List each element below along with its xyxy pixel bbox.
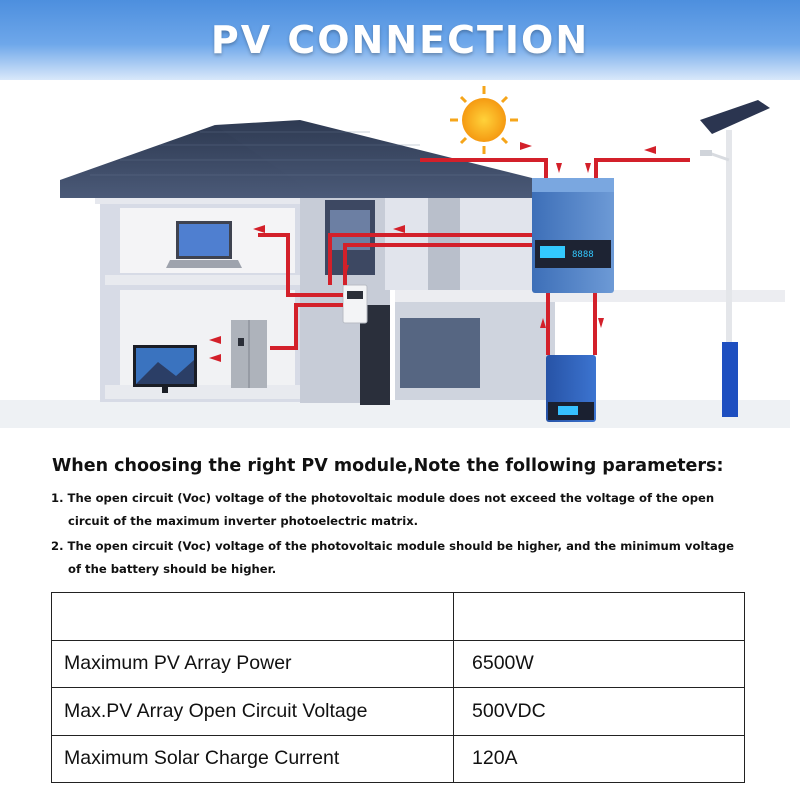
pv-connection-illustration: 8888 bbox=[0, 86, 790, 428]
page-title: PV CONNECTION bbox=[210, 18, 590, 62]
note-1: 1. The open circuit (Voc) voltage of the… bbox=[51, 487, 771, 533]
table-header-cell bbox=[453, 592, 745, 641]
street-light bbox=[700, 100, 770, 417]
house bbox=[95, 188, 785, 405]
battery bbox=[546, 355, 596, 422]
spec-label: Max.PV Array Open Circuit Voltage bbox=[51, 687, 454, 736]
table-row: Max.PV Array Open Circuit Voltage 500VDC bbox=[51, 687, 745, 736]
note-number: 2. bbox=[51, 539, 64, 553]
table-header-cell bbox=[51, 592, 454, 641]
sun-icon bbox=[450, 86, 518, 154]
note-text: The open circuit (Voc) voltage of the ph… bbox=[67, 491, 715, 505]
spec-value: 120A bbox=[453, 734, 745, 783]
refrigerator bbox=[231, 320, 267, 388]
spec-value: 6500W bbox=[453, 639, 745, 688]
note-text-continued: circuit of the maximum inverter photoele… bbox=[68, 514, 419, 528]
table-row: Maximum Solar Charge Current 120A bbox=[51, 734, 745, 783]
spec-table: Maximum PV Array Power 6500W Max.PV Arra… bbox=[51, 592, 745, 783]
table-row: Maximum PV Array Power 6500W bbox=[51, 639, 745, 688]
tv bbox=[133, 345, 197, 393]
spec-value: 500VDC bbox=[453, 687, 745, 736]
table-header-row bbox=[51, 592, 745, 641]
inverter: 8888 bbox=[532, 178, 614, 293]
ground bbox=[0, 400, 790, 428]
flow-arrows bbox=[209, 142, 656, 362]
note-number: 1. bbox=[51, 491, 64, 505]
laptop bbox=[166, 221, 242, 268]
title-banner: PV CONNECTION bbox=[0, 0, 800, 80]
note-text-continued: of the battery should be higher. bbox=[68, 562, 277, 576]
wiring bbox=[258, 158, 690, 355]
inverter-display: 8888 bbox=[572, 250, 594, 260]
spec-label: Maximum PV Array Power bbox=[51, 639, 454, 688]
parameters-heading: When choosing the right PV module,Note t… bbox=[52, 456, 724, 476]
note-2: 2. The open circuit (Voc) voltage of the… bbox=[51, 535, 771, 581]
note-text: The open circuit (Voc) voltage of the ph… bbox=[67, 539, 734, 553]
solar-roof bbox=[60, 120, 532, 198]
meter bbox=[342, 284, 368, 324]
spec-label: Maximum Solar Charge Current bbox=[51, 734, 454, 783]
